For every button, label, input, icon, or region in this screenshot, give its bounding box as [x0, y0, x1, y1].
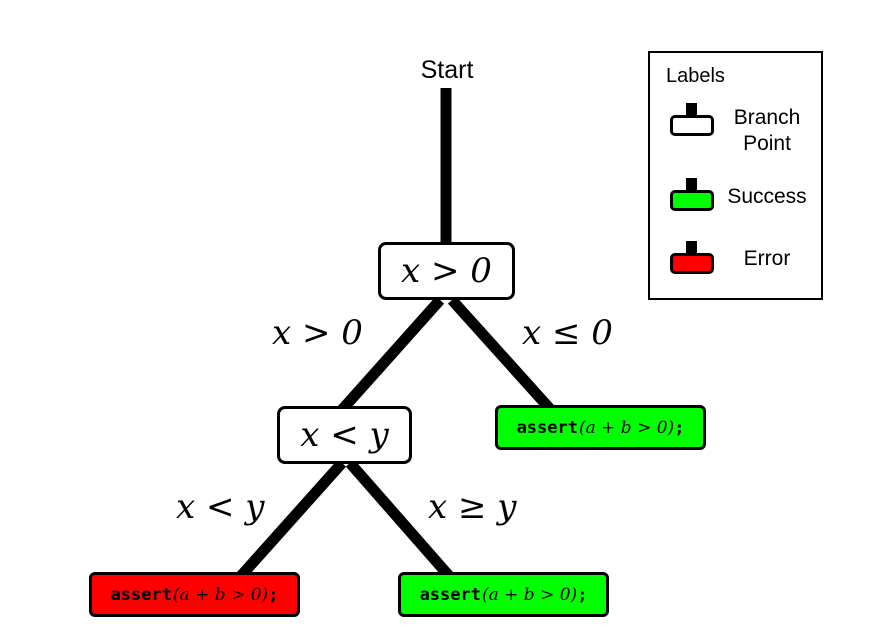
branch-node-inner-label: x < y: [300, 415, 389, 455]
legend-label-branch-point: Branch Point: [733, 106, 801, 155]
edge-label-root-right: x ≤ 0: [522, 313, 613, 353]
edge-label-inner-left: x < y: [176, 487, 265, 527]
legend-title: Labels: [666, 65, 725, 87]
leaf-semicolon: ;: [577, 584, 588, 605]
leaf-error: assert(a + b > 0);: [89, 572, 300, 617]
leaf-success-bottom: assert(a + b > 0);: [398, 572, 609, 617]
edge-inner-right: [345, 459, 455, 581]
legend-label-error: Error: [743, 247, 791, 270]
leaf-semicolon: ;: [674, 417, 685, 438]
branch-node-root: x > 0: [378, 242, 515, 300]
legend: Labels Branch Point Success Error: [648, 51, 823, 300]
edge-label-inner-right: x ≥ y: [428, 487, 517, 527]
branch-node-inner: x < y: [277, 406, 412, 464]
leaf-keyword: assert: [419, 584, 481, 605]
legend-label-success: Success: [727, 185, 807, 208]
start-label: Start: [420, 56, 474, 84]
branch-node-root-label: x > 0: [401, 251, 492, 291]
leaf-semicolon: ;: [268, 584, 279, 605]
success-icon: [670, 178, 714, 211]
leaf-success-right: assert(a + b > 0);: [495, 405, 706, 450]
edge-inner-left: [235, 459, 347, 581]
error-icon: [670, 241, 714, 274]
leaf-expression: (a + b > 0): [172, 584, 269, 605]
leaf-keyword: assert: [516, 417, 578, 438]
leaf-keyword: assert: [110, 584, 172, 605]
branch-point-icon: [670, 103, 714, 136]
leaf-expression: (a + b > 0): [578, 417, 675, 438]
edge-label-root-left: x > 0: [272, 313, 363, 353]
leaf-expression: (a + b > 0): [481, 584, 578, 605]
edge-root-left: [335, 296, 445, 416]
edge-root-right: [447, 296, 556, 414]
